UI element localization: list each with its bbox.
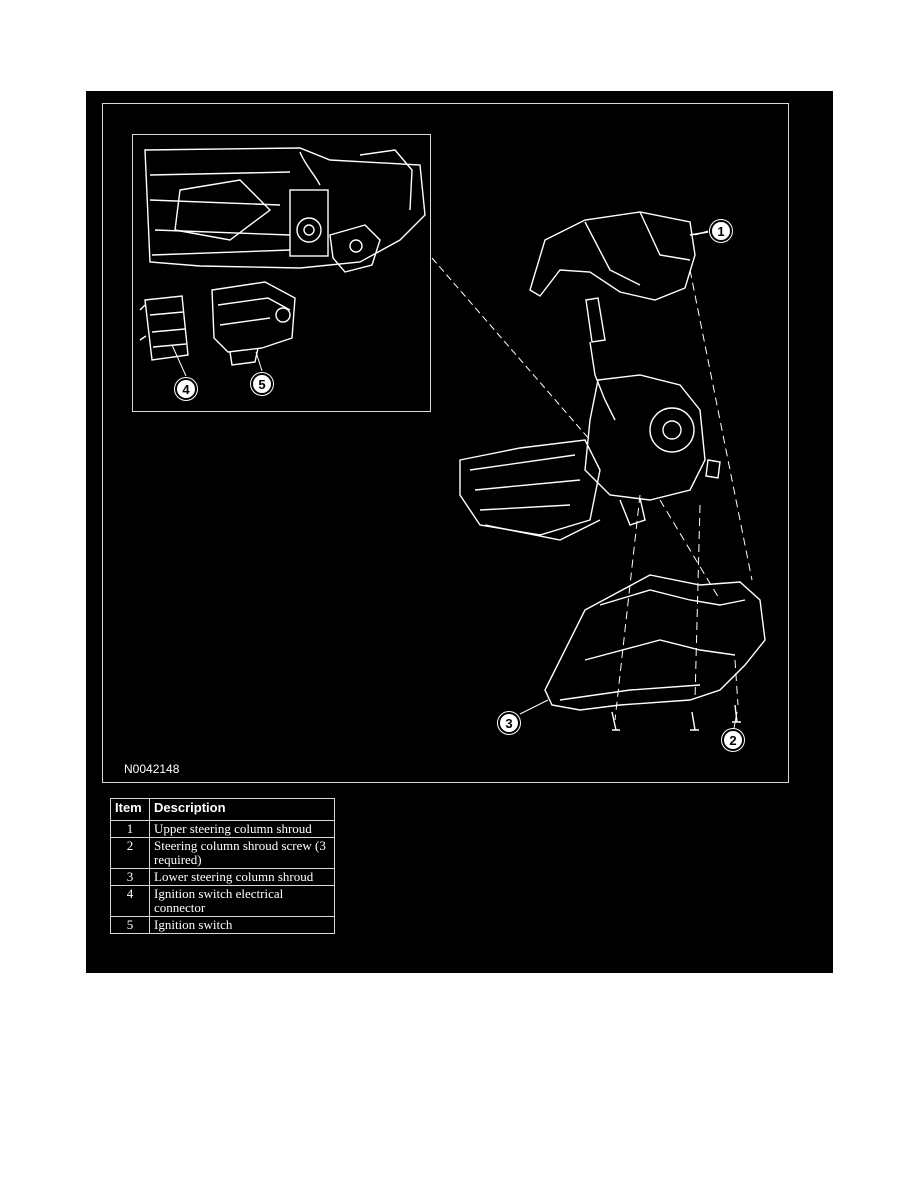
- table-row: 3 Lower steering column shroud: [110, 868, 335, 886]
- callout-4: 4: [175, 378, 197, 400]
- lower-shroud-drawing: [544, 574, 766, 731]
- row-description: Upper steering column shroud: [149, 820, 335, 838]
- row-description: Lower steering column shroud: [149, 868, 335, 886]
- row-description: Ignition switch electrical connector: [149, 885, 335, 917]
- header-item: Item: [110, 798, 150, 821]
- row-item: 4: [110, 885, 150, 917]
- legend-table: Item Description 1 Upper steering column…: [110, 798, 335, 934]
- table-row: 2 Steering column shroud screw (3 requir…: [110, 837, 335, 869]
- table-row: 4 Ignition switch electrical connector: [110, 885, 335, 917]
- row-description: Ignition switch: [149, 916, 335, 934]
- figure-frame: [102, 103, 789, 783]
- header-description: Description: [149, 798, 335, 821]
- callout-2: 2: [722, 729, 744, 751]
- table-row: 1 Upper steering column shroud: [110, 820, 335, 838]
- steering-column-drawing: [459, 297, 721, 541]
- callout-3: 3: [498, 712, 520, 734]
- legend-header-row: Item Description: [110, 798, 335, 821]
- inset-ignition-connector: [139, 295, 189, 361]
- inset-ignition-switch: [211, 281, 296, 366]
- detail-inset-frame: [132, 134, 431, 412]
- row-item: 1: [110, 820, 150, 838]
- row-description: Steering column shroud screw (3 required…: [149, 837, 335, 869]
- callout-1: 1: [710, 220, 732, 242]
- row-item: 5: [110, 916, 150, 934]
- row-item: 3: [110, 868, 150, 886]
- inset-column-housing: [144, 147, 426, 273]
- row-item: 2: [110, 837, 150, 869]
- figure-code: N0042148: [124, 762, 180, 776]
- table-row: 5 Ignition switch: [110, 916, 335, 934]
- callout-5: 5: [251, 373, 273, 395]
- upper-shroud-drawing: [529, 211, 709, 301]
